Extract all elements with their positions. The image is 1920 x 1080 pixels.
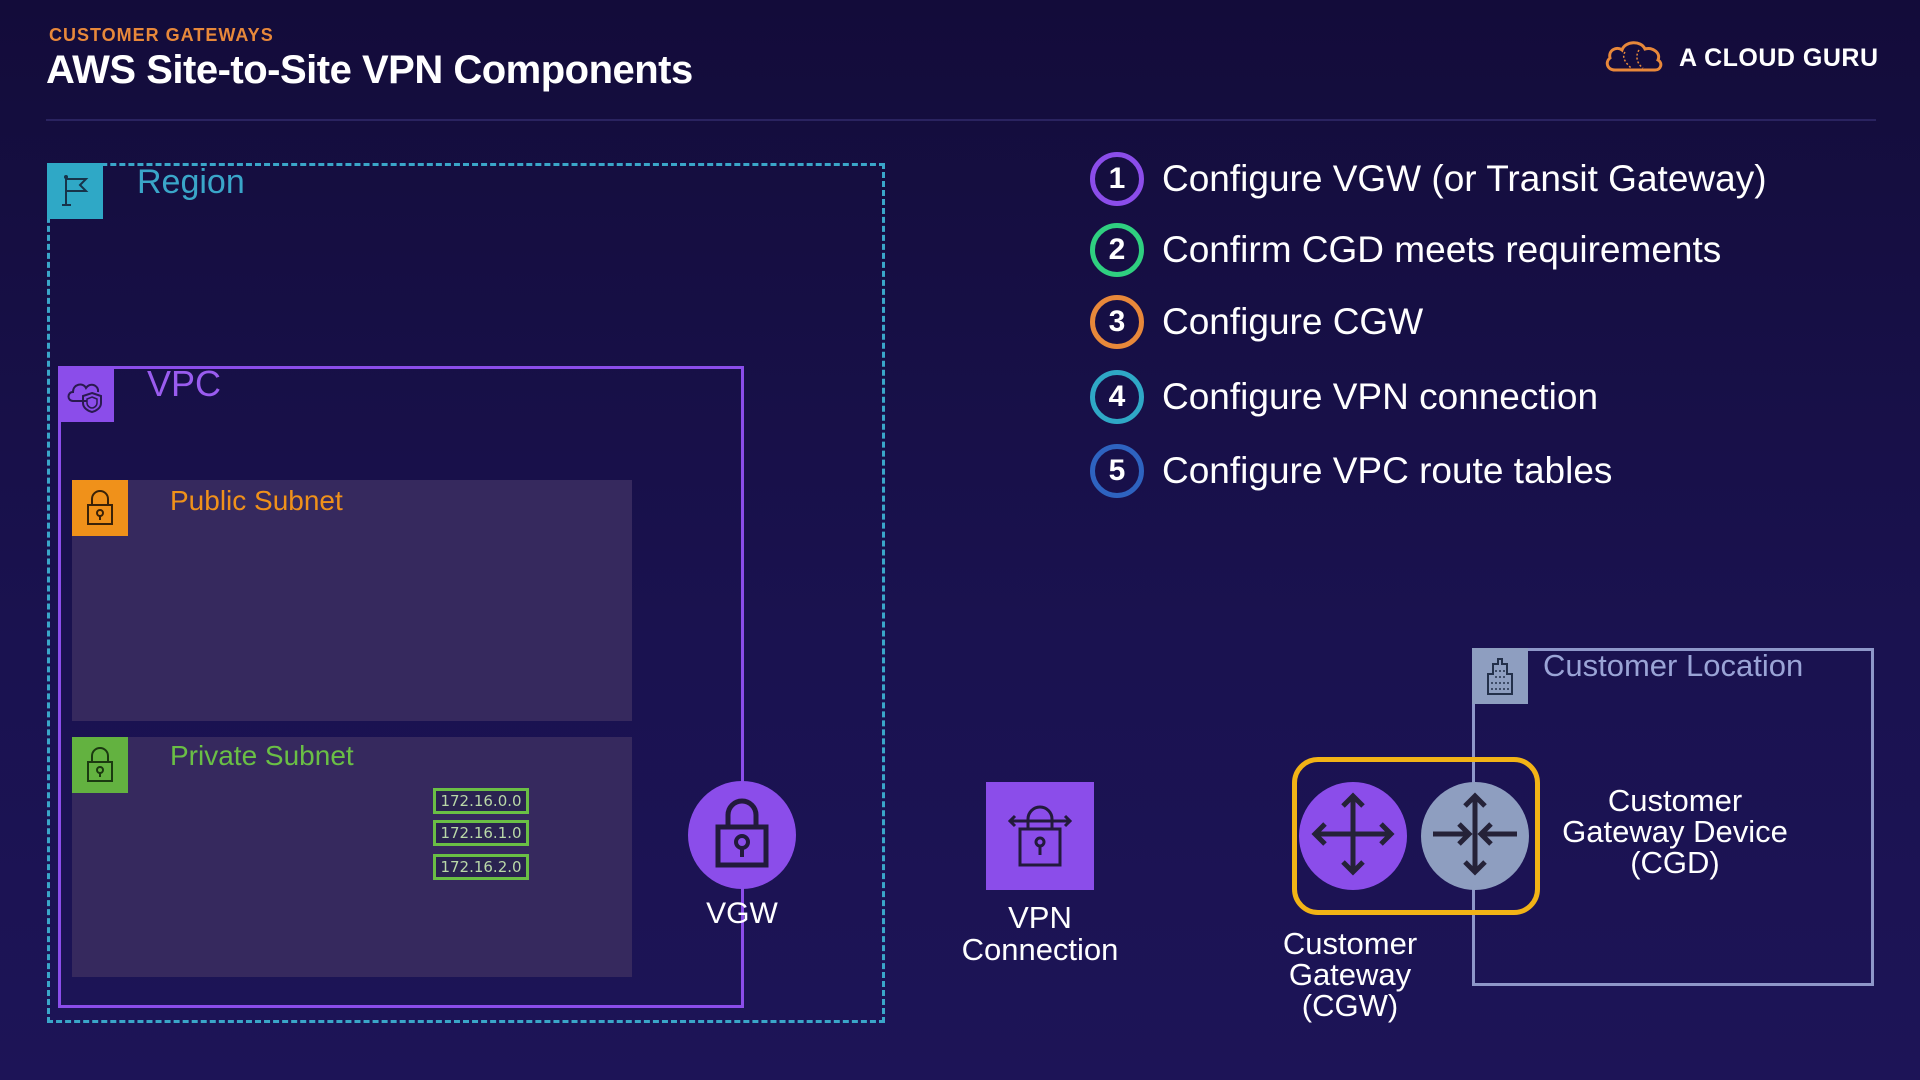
step-text: Configure VGW (or Transit Gateway) [1162, 158, 1767, 199]
private-subnet [72, 737, 632, 977]
cgw-label-line2: Gateway [1288, 957, 1412, 992]
cgd-node [1421, 782, 1529, 890]
region-boundary [47, 163, 885, 1023]
cgd-label-line2: Gateway Device [1562, 814, 1788, 849]
cgw-label-line3: (CGW) [1301, 988, 1399, 1023]
section-eyebrow: CUSTOMER GATEWAYS [49, 25, 274, 45]
step-number-badge: 1 [1090, 152, 1144, 206]
router-converge-icon [1427, 786, 1523, 887]
customer-location-label: Customer Location [1543, 648, 1804, 683]
padlock-icon [72, 737, 128, 793]
step-text: Configure CGW [1162, 301, 1424, 342]
brand-logo: A CLOUD GURU [1603, 38, 1879, 79]
step-text: Configure VPN connection [1162, 376, 1599, 417]
router-expand-icon [1305, 786, 1401, 887]
page-title: AWS Site-to-Site VPN Components [46, 48, 693, 92]
header-divider [46, 119, 1876, 121]
cidr-block: 172.16.2.0 [433, 854, 529, 880]
step-item: 4 Configure VPN connection [1090, 366, 1598, 428]
vpn-label-line2: Connection [961, 932, 1119, 967]
step-number-badge: 2 [1090, 223, 1144, 277]
step-text: Configure VPC route tables [1162, 450, 1613, 491]
padlock-icon [72, 480, 128, 536]
vpc-boundary [58, 366, 744, 1008]
cloud-shield-icon [58, 366, 114, 422]
cidr-block: 172.16.1.0 [433, 820, 529, 846]
step-text: Confirm CGD meets requirements [1162, 229, 1722, 270]
building-icon [1472, 648, 1528, 704]
cgw-label: Customer Gateway (CGW) [1250, 928, 1450, 1021]
vpc-label: VPC [147, 363, 222, 404]
cgd-label-line1: Customer [1607, 783, 1743, 818]
flag-icon [47, 163, 103, 219]
vpn-connection-label: VPN Connection [930, 902, 1150, 966]
cloud-logo-icon [1603, 38, 1665, 79]
vgw-label: VGW [706, 897, 778, 930]
public-subnet [72, 480, 632, 721]
cgw-label-line1: Customer [1282, 926, 1418, 961]
public-subnet-label: Public Subnet [170, 485, 343, 516]
private-subnet-label: Private Subnet [170, 740, 354, 771]
cgd-label: Customer Gateway Device (CGD) [1540, 785, 1810, 878]
cgw-highlight [1292, 757, 1540, 915]
padlock-icon [712, 797, 772, 874]
brand-name: A CLOUD GURU [1679, 44, 1879, 72]
step-item: 3 Configure CGW [1090, 291, 1423, 353]
step-number-badge: 3 [1090, 295, 1144, 349]
step-item: 5 Configure VPC route tables [1090, 440, 1612, 502]
cidr-block: 172.16.0.0 [433, 788, 529, 814]
cgw-node [1299, 782, 1407, 890]
step-number-badge: 4 [1090, 370, 1144, 424]
vgw-node [688, 781, 796, 889]
vpn-lock-arrows-icon [1007, 799, 1073, 874]
vpn-connection-node [986, 782, 1094, 890]
step-number-badge: 5 [1090, 444, 1144, 498]
step-item: 1 Configure VGW (or Transit Gateway) [1090, 148, 1767, 210]
region-label: Region [137, 163, 245, 201]
vpn-label-line1: VPN [1008, 900, 1072, 935]
step-item: 2 Confirm CGD meets requirements [1090, 219, 1721, 281]
cgd-label-line3: (CGD) [1630, 845, 1720, 880]
